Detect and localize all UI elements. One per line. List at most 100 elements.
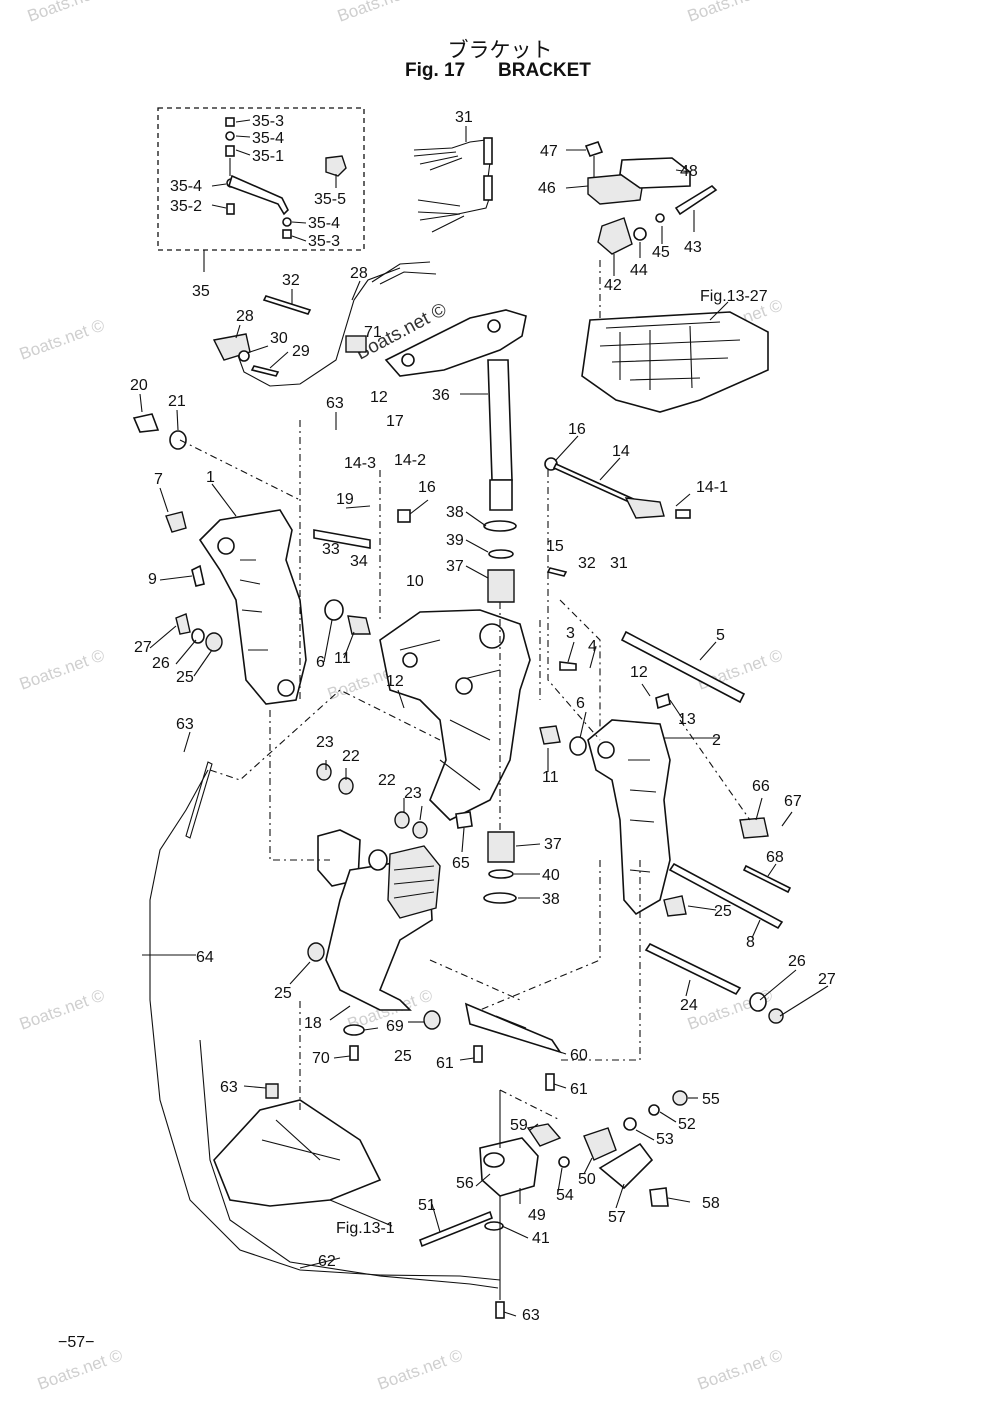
leader-lines [139,119,829,1317]
part-callout: 1 [206,469,215,486]
part-callout: 48 [680,163,698,180]
watermark: Boats.net © [695,1345,786,1393]
title-japanese: ブラケット [447,38,553,62]
part-callout: 49 [528,1207,546,1224]
watermark: Boats.net © [335,0,426,26]
figure-title: BRACKET [498,60,591,81]
part-callout: 64 [196,949,214,966]
part-callout: 34 [350,553,368,570]
part-callout: 42 [604,277,622,294]
part-callout: 15 [546,538,564,555]
part-callout: 14-1 [696,479,728,496]
swivel-bracket-10 [379,609,531,821]
part-callout: 7 [154,471,163,488]
part-callout: 23 [404,785,422,802]
steering-arm-36 [384,309,527,603]
part-callout: 11 [334,650,351,667]
watermark: Boats.net © [375,1345,466,1393]
part-callout: 12 [386,673,404,690]
part-callout: 32 [282,272,300,289]
part-callout: 5 [716,627,725,644]
part-callout: 56 [456,1175,474,1192]
part-callout: 25 [714,903,732,920]
power-trim-tilt-unit-18 [307,763,473,1061]
part-callout: 35-1 [252,148,284,165]
ground-cable-64 [149,769,501,1281]
part-callout: 14 [612,443,630,460]
watermark: Boats.net © [685,0,776,26]
part-callout: 33 [322,541,340,558]
plate-60 [464,1002,562,1091]
part-callout: 13 [678,711,696,728]
part-callout: 35-3 [308,233,340,250]
part-callout: 14-3 [344,455,376,472]
part-callout: 8 [746,934,755,951]
part-callout: 9 [148,571,157,588]
part-callout: 32 [578,555,596,572]
part-callout: 63 [176,716,194,733]
watermark: Boats.net © [17,645,108,693]
part-callout: 35-4 [252,130,284,147]
part-callout: 22 [342,748,360,765]
part-callout: 69 [386,1018,404,1035]
part-callout: 22 [378,772,396,789]
watermark: Boats.net © [25,0,116,26]
part-callout: 71 [364,324,382,341]
part-callout: 16 [568,421,586,438]
part-callout: 23 [316,734,334,751]
part-callout: 53 [656,1131,674,1148]
ground-cable-62 [199,1039,499,1289]
part-callout: 63 [220,1079,238,1096]
watermark: Boats.net © [695,645,786,693]
part-callout: 4 [588,638,597,655]
part-callout: 27 [818,971,836,988]
watermark: Boats.net © [17,985,108,1033]
part-callout: 67 [784,793,802,810]
part-callout: 28 [350,265,368,282]
part-callout: 57 [608,1209,626,1226]
part-callout: 35 [192,283,210,300]
part-callout: 25 [274,985,292,1002]
part-callout: 20 [130,377,148,394]
part-callout: 12 [630,664,648,681]
part-callout: 35-3 [252,113,284,130]
part-callout: 30 [270,330,288,347]
part-callout: 14-2 [394,452,426,469]
watermark-layer: Boats.net © Boats.net © Boats.net © Boat… [17,0,786,1394]
reference-label-fig13-1: Fig.13-1 [336,1220,395,1237]
part-callout: 21 [168,393,186,410]
kit-35-box [157,107,365,251]
part-callout: 70 [312,1050,330,1067]
part-callout: 29 [292,343,310,360]
part-callout: 62 [318,1253,336,1270]
part-callout: 2 [712,732,721,749]
part-callout: 35-5 [314,191,346,208]
part-callout: 36 [432,387,450,404]
part-callout: 6 [316,654,325,671]
part-callout: 66 [752,778,770,795]
trim-sender-cable [212,261,437,387]
stern-bracket-1 [132,413,371,705]
powerhead-base-ref [581,301,769,413]
part-callout: 52 [678,1116,696,1133]
linkage-rod-kit [225,117,347,239]
part-callout: 27 [134,639,152,656]
lower-mount-group [419,1090,688,1319]
part-callout: 46 [538,180,556,197]
part-callout: 18 [304,1015,322,1032]
part-callout: 55 [702,1091,720,1108]
watermark: Boats.net © [35,1345,126,1393]
part-callout: 51 [418,1197,436,1214]
part-callout: 26 [152,655,170,672]
part-callout: 6 [576,695,585,712]
part-callout: 47 [540,143,558,160]
tilt-lock-rod [397,457,691,577]
page-number: −57− [58,1334,95,1351]
figure-number: Fig. 17 [405,60,466,81]
part-callout: 44 [630,262,648,279]
reference-label-fig13-27: Fig.13-27 [700,288,768,305]
part-callout: 25 [176,669,194,686]
part-callout: 61 [436,1055,454,1072]
